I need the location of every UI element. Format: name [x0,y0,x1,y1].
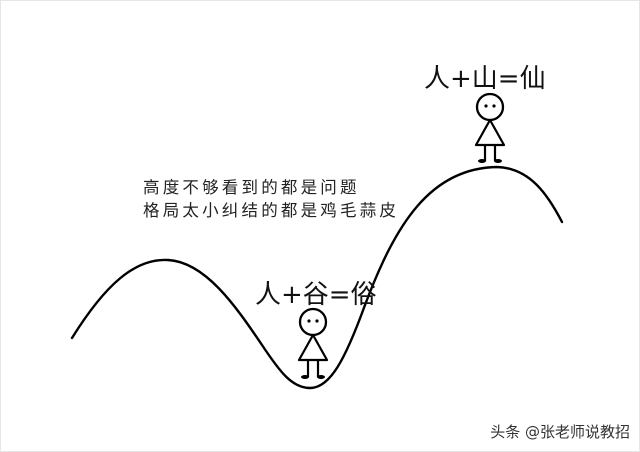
stick-figure-top [474,92,506,163]
quote-line-2: 格局太小纠结的都是鸡毛蒜皮 [143,201,400,220]
watermark: 头条 @张老师说教招 [490,423,630,441]
top-equation: 人+山=仙 [424,64,546,94]
stick-figure-bottom [297,307,329,379]
quote-line-1: 高度不够看到的都是问题 [143,178,360,197]
bottom-equation: 人+谷=俗 [255,280,377,310]
